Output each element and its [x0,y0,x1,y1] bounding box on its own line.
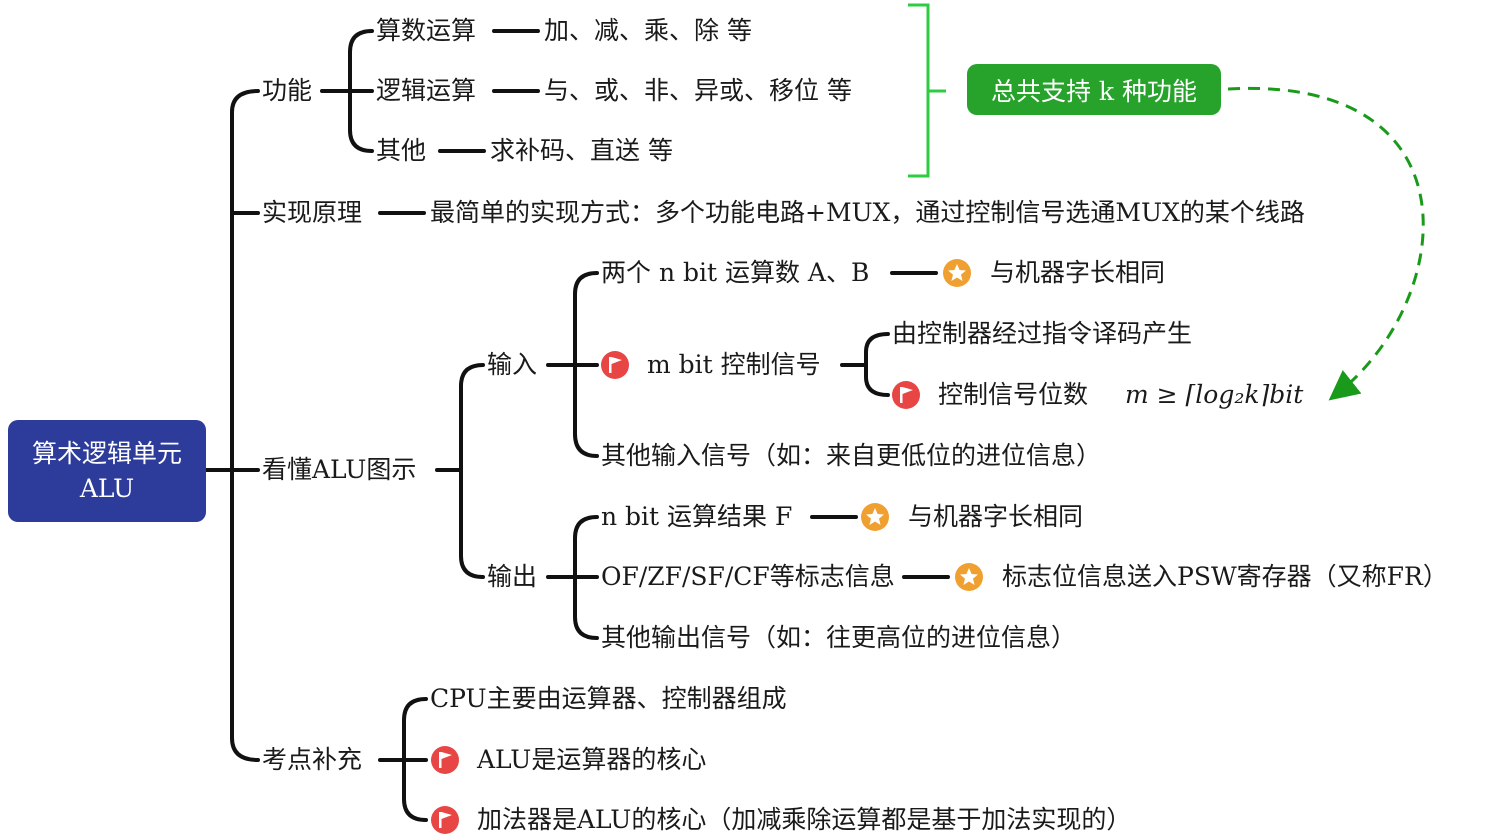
summary-pill[interactable]: 总共支持 k 种功能 [967,64,1221,115]
node-logic[interactable]: 逻辑运算 [376,76,477,105]
node-other-input[interactable]: 其他输入信号（如：来自更低位的进位信息） [601,441,1102,470]
control-formula: m ≥ ⌈log₂k⌉bit [1125,380,1304,409]
node-diagram[interactable]: 看懂ALU图示 [262,455,417,484]
summary-text: 总共支持 k 种功能 [990,76,1198,106]
flag-icon [601,351,629,379]
node-control-bits[interactable]: 控制信号位数 [938,380,1089,409]
node-principle-detail[interactable]: 最简单的实现方式：多个功能电路+MUX，通过控制信号选通MUX的某个线路 [430,198,1305,227]
node-result-note[interactable]: 与机器字长相同 [908,502,1084,531]
node-control[interactable]: m bit 控制信号 [647,350,821,379]
root-node[interactable]: 算术逻辑单元 ALU [8,420,206,522]
node-exam[interactable]: 考点补充 [262,745,363,774]
node-other-func-detail[interactable]: 求补码、直送 等 [490,136,673,165]
node-exam-1[interactable]: CPU主要由运算器、控制器组成 [430,684,787,713]
node-arith-detail[interactable]: 加、减、乘、除 等 [544,16,752,45]
node-output[interactable]: 输出 [487,562,538,591]
node-logic-detail[interactable]: 与、或、非、异或、移位 等 [544,76,852,105]
node-exam-2[interactable]: ALU是运算器的核心 [477,745,707,774]
node-result[interactable]: n bit 运算结果 F [601,502,793,531]
node-input[interactable]: 输入 [487,350,538,379]
node-operands-note[interactable]: 与机器字长相同 [990,258,1166,287]
node-other-output[interactable]: 其他输出信号（如：往更高位的进位信息） [601,623,1077,652]
flag-icon [431,806,459,834]
star-icon [861,503,889,531]
node-flags[interactable]: OF/ZF/SF/CF等标志信息 [601,562,895,591]
star-icon [943,259,971,287]
node-arith[interactable]: 算数运算 [376,16,477,45]
star-icon [955,563,983,591]
flag-icon [892,381,920,409]
flag-icon [431,746,459,774]
node-flags-note[interactable]: 标志位信息送入PSW寄存器（又称FR） [1002,562,1448,591]
root-title: 算术逻辑单元 [31,439,182,468]
node-function[interactable]: 功能 [262,76,313,105]
root-subtitle: ALU [79,474,135,503]
node-principle[interactable]: 实现原理 [262,198,363,227]
node-operands[interactable]: 两个 n bit 运算数 A、B [601,258,870,287]
node-control-source[interactable]: 由控制器经过指令译码产生 [892,319,1193,348]
node-other-func[interactable]: 其他 [376,136,427,165]
node-exam-3[interactable]: 加法器是ALU的核心（加减乘除运算都是基于加法实现的） [477,805,1132,834]
